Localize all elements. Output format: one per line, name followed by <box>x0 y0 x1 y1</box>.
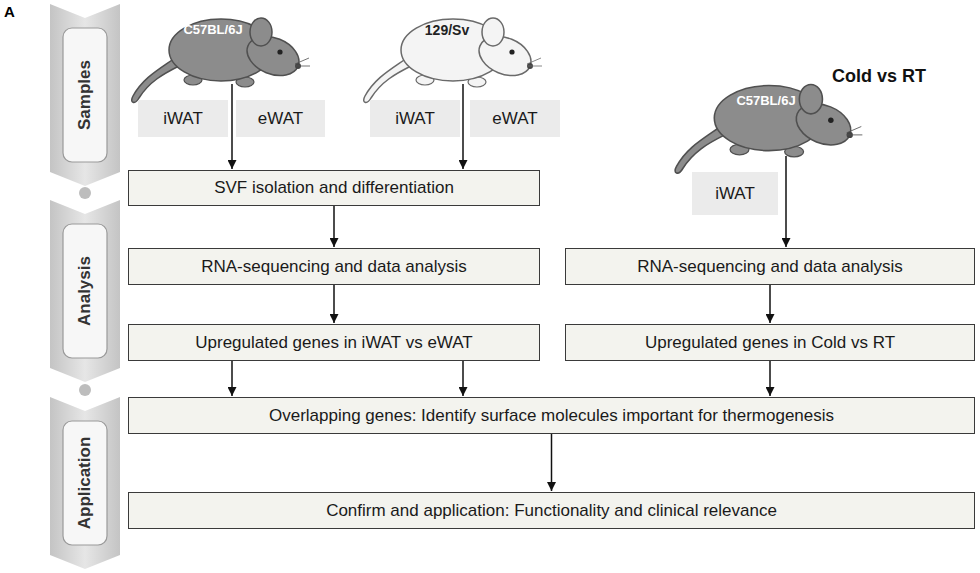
process-box: RNA-sequencing and data analysis <box>128 248 540 285</box>
strain-label: 129/Sv <box>425 22 469 38</box>
section-band: Application <box>50 397 120 569</box>
condition-label: Cold vs RT <box>832 66 926 87</box>
flow-arrow <box>769 361 771 396</box>
node-text: Confirm and application: Functionality a… <box>326 501 777 521</box>
panel-letter: A <box>4 3 15 20</box>
sample-arrow <box>785 156 787 247</box>
strain-label: C57BL/6J <box>736 93 795 108</box>
mouse-illustration <box>132 18 310 102</box>
process-box: Confirm and application: Functionality a… <box>128 492 975 529</box>
sample-arrow <box>462 84 464 169</box>
node-text: RNA-sequencing and data analysis <box>201 257 467 277</box>
flow-arrow <box>551 434 553 491</box>
tissue-tag: eWAT <box>470 100 560 137</box>
flow-arrow <box>231 361 233 396</box>
process-box: Overlapping genes: Identify surface mole… <box>128 397 975 434</box>
node-text: SVF isolation and differentiation <box>214 178 454 198</box>
process-box: SVF isolation and differentiation <box>128 170 540 206</box>
mouse-illustration <box>364 18 542 102</box>
banner-dot <box>79 384 91 396</box>
node-text: Analysis <box>75 256 95 326</box>
process-box: Upregulated genes in Cold vs RT <box>565 324 975 361</box>
node-text: iWAT <box>395 109 435 129</box>
strain-label: C57BL/6J <box>183 22 242 37</box>
node-text: iWAT <box>163 109 203 129</box>
tissue-tag: eWAT <box>236 100 325 137</box>
node-text: eWAT <box>258 109 303 129</box>
banner-dot <box>79 187 91 199</box>
node-text: iWAT <box>715 184 755 204</box>
node-text: eWAT <box>492 109 537 129</box>
flow-arrow <box>462 361 464 396</box>
flow-arrow <box>333 206 335 247</box>
mouse-illustration <box>675 85 862 174</box>
node-text: Application <box>75 437 95 530</box>
flow-arrow <box>769 285 771 323</box>
node-text: Overlapping genes: Identify surface mole… <box>269 406 834 426</box>
tissue-tag: iWAT <box>692 172 778 215</box>
sample-arrow <box>231 84 233 169</box>
process-box: Upregulated genes in iWAT vs eWAT <box>128 324 540 361</box>
node-text: Upregulated genes in iWAT vs eWAT <box>195 333 472 353</box>
node-text: Upregulated genes in Cold vs RT <box>645 333 895 353</box>
tissue-tag: iWAT <box>138 100 228 137</box>
process-box: RNA-sequencing and data analysis <box>565 248 975 285</box>
flow-arrow <box>333 285 335 323</box>
node-text: RNA-sequencing and data analysis <box>637 257 903 277</box>
node-text: Samples <box>75 60 95 130</box>
section-band: Analysis <box>50 200 120 382</box>
section-band: Samples <box>50 4 120 186</box>
tissue-tag: iWAT <box>370 100 460 137</box>
